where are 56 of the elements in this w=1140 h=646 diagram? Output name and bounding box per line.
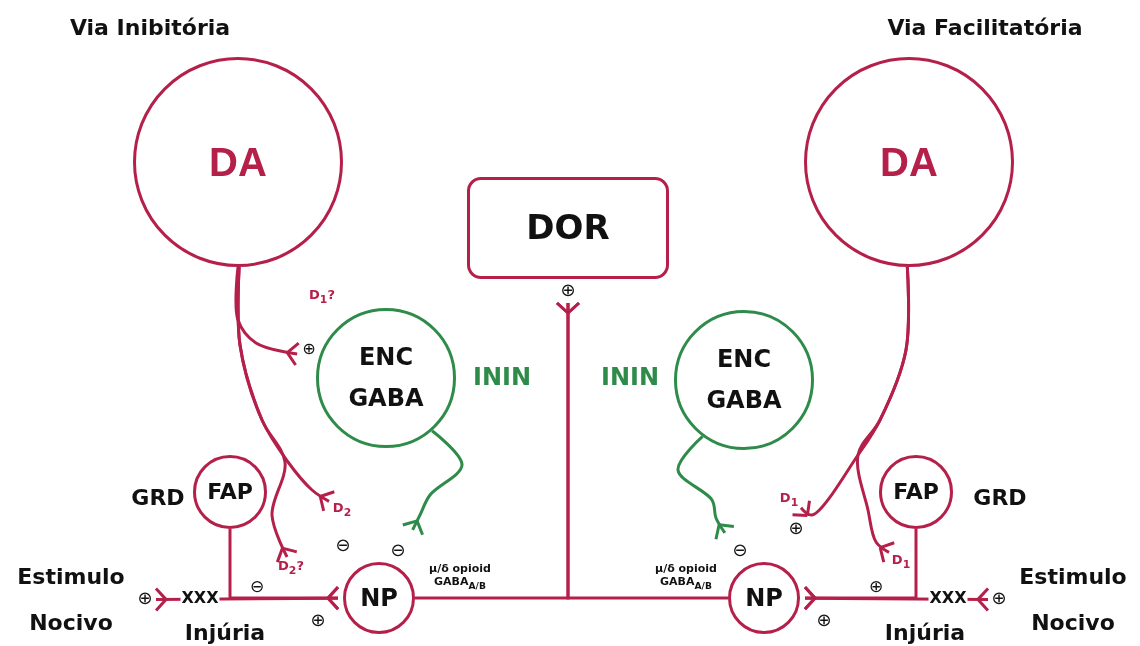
minus-sign: ⊖ (390, 541, 406, 559)
plus-sign: ⊕ (816, 611, 832, 629)
receptor-label: D$_{1}$? (309, 288, 335, 306)
axon-connector (228, 529, 340, 611)
stimulus-label: Estimulo Nocivo (8, 555, 134, 645)
plus-sign: ⊕ (560, 281, 576, 299)
pathway-title: Via Inibitória (69, 15, 231, 41)
neuron-circle (728, 562, 800, 634)
plus-sign: ⊕ (302, 341, 316, 357)
ganglion-label: GRD (973, 485, 1027, 511)
plus-sign: ⊕ (137, 589, 153, 607)
plus-sign: ⊕ (310, 611, 326, 629)
group-label: ININ (473, 364, 531, 392)
receptor-label: µ/δ opioid GABA$_{A/B}$ (654, 563, 718, 591)
receptor-label: D$_{1}$ (890, 552, 912, 572)
axon-connector (855, 266, 911, 564)
node-text: ENC GABA (705, 344, 783, 416)
group-label: ININ (601, 364, 659, 392)
node-text: FAP (207, 479, 253, 505)
node-text: NP (360, 584, 398, 612)
plus-sign: ⊕ (868, 577, 884, 595)
minus-sign: ⊖ (335, 536, 351, 554)
node-text: DOR (526, 209, 610, 247)
node-text: DA (880, 140, 938, 184)
receptor-label: µ/δ opioid GABA$_{A/B}$ (428, 563, 492, 591)
axon-connector (555, 301, 728, 600)
neuron-circle (133, 57, 343, 267)
minus-sign: ⊖ (249, 577, 265, 595)
node-text: ENC GABA (347, 342, 425, 414)
site-label: Injúria (184, 622, 266, 644)
node-text: DA (209, 140, 267, 184)
receptor-label: D$_{2}$? (276, 558, 306, 578)
receptor-label: D$_{1}$ (778, 490, 800, 510)
injury-marks: XXX (180, 590, 220, 606)
neuron-circle (343, 562, 415, 634)
axon-connector (234, 266, 301, 367)
neuron-circle (879, 455, 953, 529)
plus-sign: ⊕ (788, 519, 804, 537)
neuron-circle (804, 57, 1014, 267)
stimulus-label: Estimulo Nocivo (1010, 555, 1136, 645)
axon-connector (803, 529, 918, 611)
axon-connector (236, 266, 299, 564)
minus-sign: ⊖ (732, 541, 748, 559)
inhibitory-connector (676, 435, 736, 541)
neuron-circle (316, 308, 456, 448)
pathway-title: Via Facilitatória (887, 15, 1083, 41)
receptor-label: D$_{2}$ (330, 500, 354, 520)
ganglion-label: GRD (131, 485, 185, 511)
node-text: FAP (893, 479, 939, 505)
plus-sign: ⊕ (991, 589, 1007, 607)
injury-marks: XXX (928, 590, 968, 606)
process-box (467, 177, 669, 279)
site-label: Injúria (884, 622, 966, 644)
node-text: NP (745, 584, 783, 612)
neuron-circle (674, 310, 814, 450)
neuron-circle (193, 455, 267, 529)
